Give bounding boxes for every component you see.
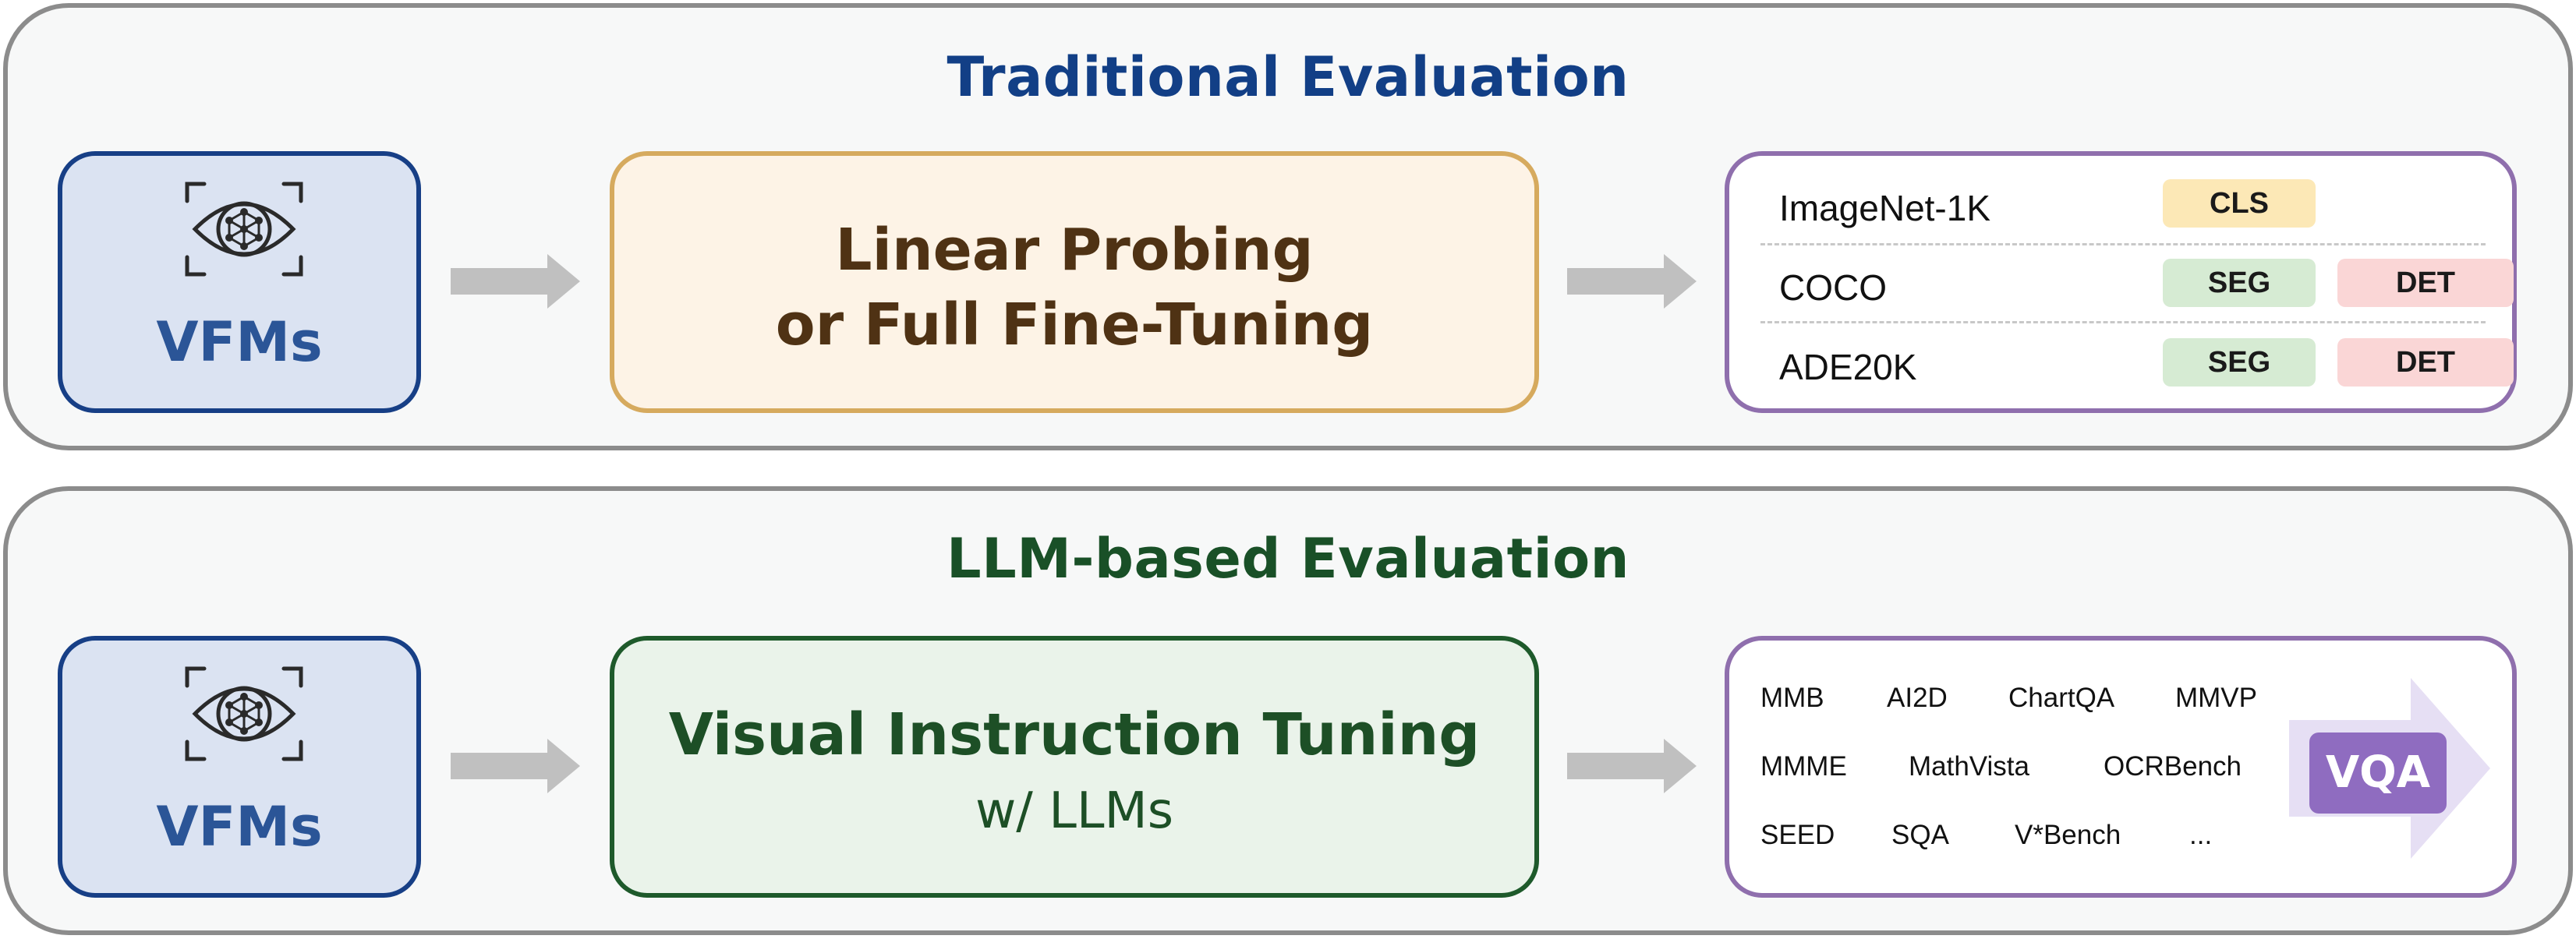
visual-instruction-tuning-text: Visual Instruction Tuning [668,701,1481,768]
flow-arrow-icon [451,739,580,793]
benchmark-name: OCRBench [2104,751,2242,782]
linear-probing-text: Linear Probing [835,217,1314,284]
benchmark-name: V*Bench [2015,820,2121,850]
vfm-label: VFMs [156,310,323,374]
benchmark-name: MMB [1760,683,1824,713]
row-divider [1760,321,2486,323]
vfm-label: VFMs [156,795,323,859]
ellipsis-text: ... [2189,820,2213,850]
benchmark-name: MMVP [2175,683,2257,713]
eye-network-icon [185,666,303,761]
vqa-badge: VQA [2309,732,2447,814]
with-llms-text: w/ LLMs [975,782,1174,840]
benchmark-name: COCO [1779,267,1887,308]
linear-probing-box: Linear Probing or Full Fine-Tuning [610,151,1539,413]
benchmark-name: MathVista [1909,751,2029,782]
llm-benchmarks-box: MMB AI2D ChartQA MMVP MMME MathVista OCR… [1725,636,2517,898]
cls-badge: CLS [2163,179,2316,228]
benchmark-row: ImageNet-1K CLS [1729,165,2512,243]
flow-arrow-icon [1567,254,1697,309]
traditional-benchmarks-box: ImageNet-1K CLS COCO SEG DET ADE20K SEG … [1725,151,2517,413]
llm-based-evaluation-title: LLM-based Evaluation [946,527,1629,591]
seg-badge: SEG [2163,338,2316,387]
seg-badge: SEG [2163,259,2316,307]
benchmark-name: AI2D [1887,683,1948,713]
det-badge: DET [2337,259,2514,307]
det-badge: DET [2337,338,2514,387]
benchmark-name: MMME [1760,751,1847,782]
full-fine-tuning-text: or Full Fine-Tuning [775,291,1374,358]
flow-arrow-icon [451,254,580,309]
benchmark-name: SEED [1760,820,1835,850]
visual-instruction-tuning-box: Visual Instruction Tuning w/ LLMs [610,636,1539,898]
benchmark-name: ADE20K [1779,347,1917,387]
eye-network-icon [185,182,303,277]
row-divider [1760,243,2486,245]
benchmark-name: SQA [1891,820,1949,850]
benchmark-name: ChartQA [2008,683,2115,713]
flow-arrow-icon [1567,739,1697,793]
benchmark-row: COCO SEG DET [1729,245,2514,323]
vfm-box-traditional: VFMs [58,151,421,413]
benchmark-name: ImageNet-1K [1779,188,1991,228]
benchmark-row: ADE20K SEG DET [1729,324,2514,402]
vfm-box-llm: VFMs [58,636,421,898]
traditional-evaluation-title: Traditional Evaluation [947,45,1629,109]
